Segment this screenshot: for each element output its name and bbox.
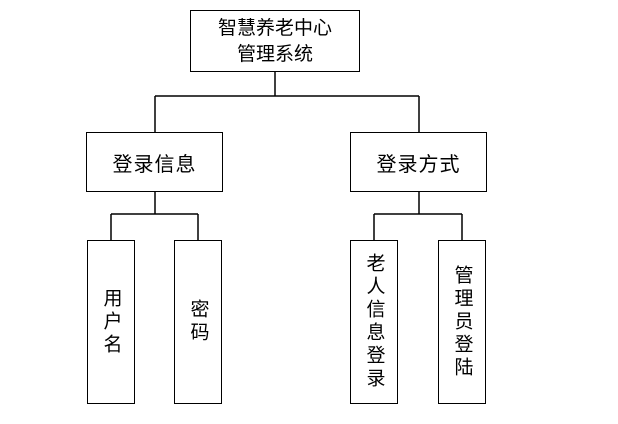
leaf-label: 老人信息登录: [363, 253, 386, 391]
leaf-node-password: 密码: [174, 240, 222, 404]
branch-label: 登录信息: [112, 151, 197, 176]
branch-node-login-info: 登录信息: [86, 132, 223, 192]
leaf-node-admin-login: 管理员登陆: [438, 240, 486, 404]
root-node: 智慧养老中心 管理系统: [190, 10, 360, 72]
leaf-node-username: 用户名: [87, 240, 135, 404]
root-title-line-2: 管理系统: [236, 43, 313, 65]
branch-label: 登录方式: [376, 151, 461, 176]
leaf-label: 密码: [187, 299, 210, 345]
leaf-label: 管理员登陆: [451, 264, 474, 380]
branch-node-login-method: 登录方式: [350, 132, 487, 192]
leaf-label: 用户名: [100, 287, 123, 357]
leaf-node-elder-login: 老人信息登录: [350, 240, 398, 404]
root-title-line-1: 智慧养老中心: [217, 17, 332, 39]
